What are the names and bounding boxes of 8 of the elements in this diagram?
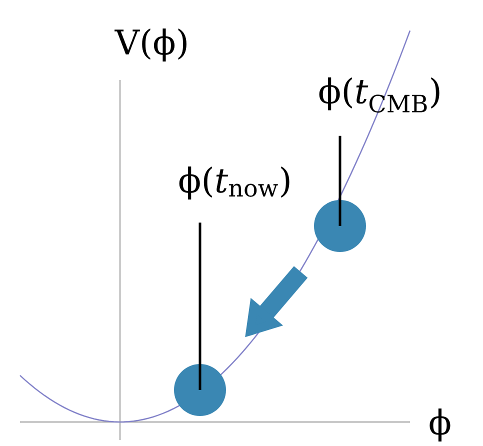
leader-line — [338, 136, 342, 226]
field-ball — [314, 200, 366, 252]
leader-line — [198, 222, 202, 390]
curve-point-label: ϕ(t$_{now}$) — [179, 166, 290, 200]
axis-label: V(ϕ) — [114, 28, 186, 62]
axis-label: ϕ — [430, 408, 450, 442]
field-ball — [174, 364, 226, 416]
curve-point-label: ϕ(t$_{CMB}$) — [319, 77, 440, 113]
